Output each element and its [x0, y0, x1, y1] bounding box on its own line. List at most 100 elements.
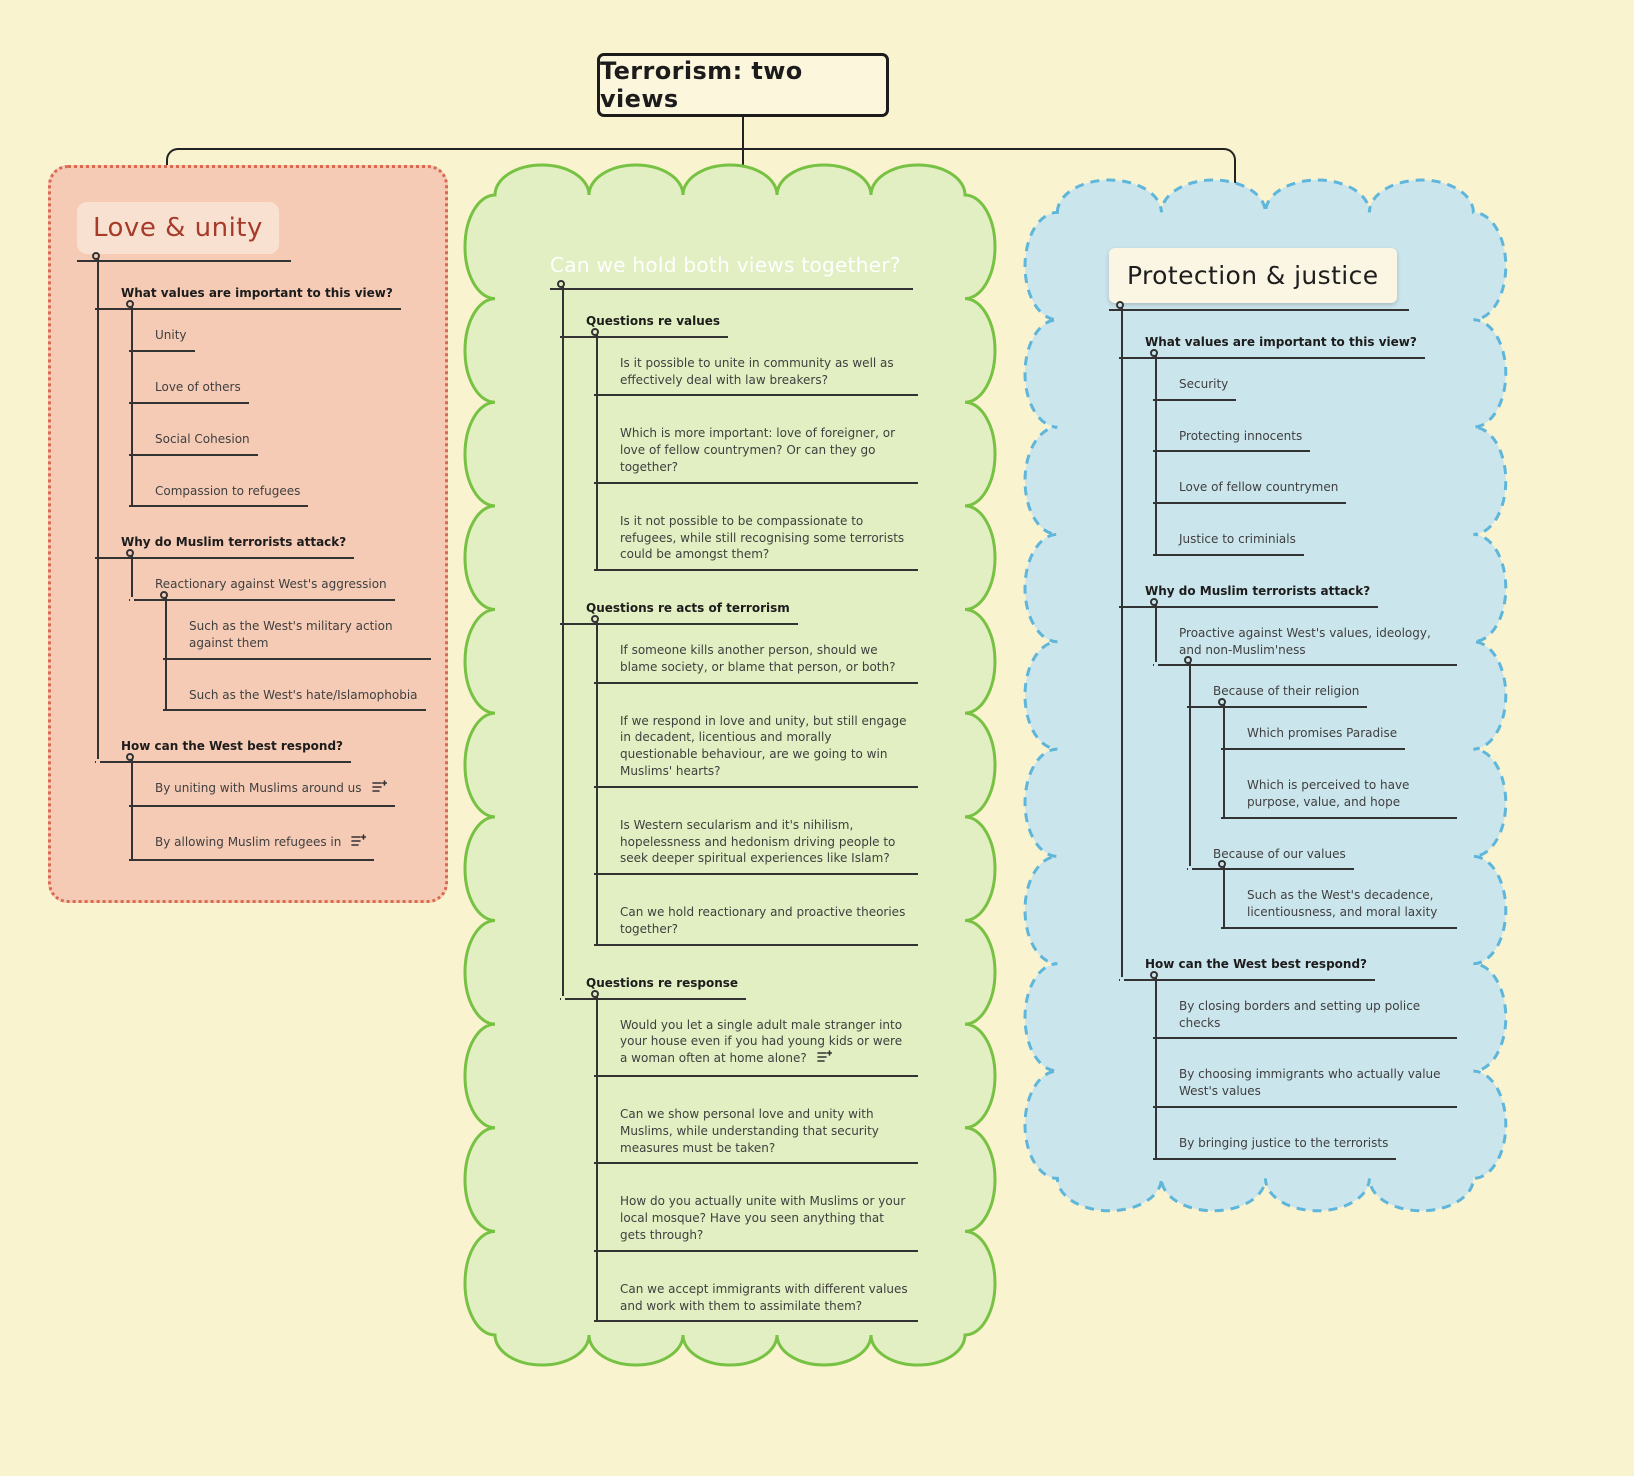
branch-dot[interactable]: [1116, 301, 1124, 309]
node-label[interactable]: Unity: [129, 326, 195, 352]
node-label[interactable]: Such as the West's hate/Islamophobia: [163, 686, 426, 712]
node-label[interactable]: Questions re acts of terrorism: [560, 599, 798, 625]
branch-dot[interactable]: [126, 753, 134, 762]
node-label[interactable]: Protecting innocents: [1152, 427, 1311, 453]
branch-dot[interactable]: [1184, 656, 1192, 665]
note-icon[interactable]: [371, 780, 387, 799]
branch-dot[interactable]: [92, 252, 100, 261]
branch-dot[interactable]: [1150, 597, 1158, 606]
node-label[interactable]: Is Western secularism and it's nihilism,…: [594, 816, 918, 876]
branch-dot[interactable]: [591, 327, 599, 336]
node-label[interactable]: How do you actually unite with Muslims o…: [594, 1192, 918, 1253]
node-label[interactable]: Security: [1152, 375, 1237, 401]
panel-title[interactable]: Love & unity: [77, 202, 291, 263]
tree-node: Questions re acts of terrorism If someone…: [560, 599, 939, 946]
node-text: Because of our values: [1213, 846, 1346, 861]
node-label[interactable]: Because of their religion: [1186, 682, 1368, 709]
node-label[interactable]: How can the West best respond?: [95, 737, 351, 764]
node-text: By choosing immigrants who actually valu…: [1179, 1067, 1441, 1099]
node-label[interactable]: Justice to criminials: [1153, 530, 1304, 556]
node-label[interactable]: By bringing justice to the terrorists: [1152, 1134, 1397, 1160]
tree-node: Love of others: [129, 378, 431, 404]
node-label[interactable]: What values are important to this view?: [1119, 333, 1425, 359]
node-label[interactable]: Why do Muslim terrorists attack?: [94, 533, 355, 560]
node-text: Why do Muslim terrorists attack?: [1145, 583, 1371, 598]
node-label[interactable]: Reactionary against West's aggression: [129, 575, 395, 601]
branch-dot[interactable]: [126, 549, 134, 558]
branch-dot[interactable]: [591, 614, 599, 623]
node-label[interactable]: Love of others: [129, 378, 249, 404]
tree-node: Is it not possible to be compassionate t…: [594, 512, 939, 572]
tree-node: Can we hold reactionary and proactive th…: [594, 903, 939, 946]
tree-node: Such as the West's hate/Islamophobia: [163, 686, 431, 712]
note-icon[interactable]: [351, 834, 367, 853]
node-label[interactable]: Proactive against West's values, ideolog…: [1153, 624, 1457, 667]
tree-node: Unity: [129, 326, 431, 352]
node-text: Security: [1179, 376, 1229, 391]
panel-title[interactable]: Protection & justice: [1109, 248, 1409, 311]
branch-dot[interactable]: [1150, 970, 1158, 979]
panel-title[interactable]: Can we hold both views together?: [550, 251, 913, 290]
node-text: Love of others: [155, 379, 241, 394]
node-label[interactable]: Which is more important: love of foreign…: [594, 424, 918, 485]
branch-dot[interactable]: [160, 590, 168, 599]
node-label[interactable]: By uniting with Muslims around us: [129, 779, 395, 807]
node-text: If someone kills another person, should …: [620, 642, 896, 674]
node-text: Such as the West's military action again…: [189, 618, 393, 650]
node-label[interactable]: Compassion to refugees: [128, 482, 309, 508]
node-label[interactable]: Can we hold reactionary and proactive th…: [594, 903, 918, 946]
tree-node: What values are important to this view? S…: [1119, 333, 1457, 557]
node-label[interactable]: Can we show personal love and unity with…: [594, 1105, 918, 1165]
branch-dot[interactable]: [591, 989, 599, 998]
branch-dot[interactable]: [1150, 348, 1158, 357]
node-label[interactable]: Which is perceived to have purpose, valu…: [1221, 776, 1457, 819]
branch-dot[interactable]: [126, 300, 134, 309]
node-label[interactable]: Is it possible to unite in community as …: [594, 354, 918, 397]
node-label[interactable]: If we respond in love and unity, but sti…: [594, 712, 918, 788]
node-label[interactable]: Because of our values: [1187, 845, 1354, 871]
tree-node: How can the West best respond?By uniting…: [95, 737, 431, 863]
node-text: How do you actually unite with Muslims o…: [620, 1194, 906, 1242]
branch-dot[interactable]: [1218, 698, 1226, 707]
node-label[interactable]: Can we accept immigrants with different …: [594, 1280, 918, 1323]
node-text: Protecting innocents: [1179, 428, 1303, 443]
node-label[interactable]: Social Cohesion: [129, 430, 258, 456]
tree-node: Such as the West's decadence, licentious…: [1221, 886, 1457, 929]
connector-title-vertical: [742, 114, 744, 214]
node-children: By uniting with Muslims around us By allo…: [96, 753, 431, 863]
node-label[interactable]: What values are important to this view?: [95, 284, 401, 311]
branch-dot[interactable]: [557, 280, 565, 288]
root-node-title: Terrorism: two views: [600, 57, 803, 113]
node-label[interactable]: Which promises Paradise: [1220, 724, 1406, 750]
node-label[interactable]: Is it not possible to be compassionate t…: [594, 512, 918, 572]
branch-dot[interactable]: [1218, 860, 1226, 869]
node-label[interactable]: Love of fellow countrymen: [1152, 478, 1347, 505]
node-label[interactable]: By closing borders and setting up police…: [1153, 997, 1457, 1040]
node-label[interactable]: How can the West best respond?: [1119, 955, 1375, 981]
node-label[interactable]: By choosing immigrants who actually valu…: [1153, 1065, 1457, 1108]
panel-tree: What values are important to this view? S…: [1116, 301, 1457, 1162]
node-label[interactable]: Why do Muslim terrorists attack?: [1118, 582, 1379, 608]
node-label[interactable]: Questions re values: [559, 312, 729, 338]
node-label[interactable]: Such as the West's military action again…: [163, 617, 431, 660]
node-children: Such as the West's decadence, licentious…: [1188, 860, 1457, 931]
node-label[interactable]: Would you let a single adult male strang…: [594, 1016, 918, 1078]
node-label[interactable]: Questions re response: [559, 974, 747, 1000]
node-text: Is Western secularism and it's nihilism,…: [620, 817, 896, 866]
node-label[interactable]: If someone kills another person, should …: [594, 641, 918, 684]
node-text: Which is more important: love of foreign…: [620, 426, 896, 474]
tree-node: How can the West best respond? By closing…: [1119, 955, 1457, 1162]
node-label[interactable]: By allowing Muslim refugees in: [128, 833, 375, 861]
tree-node: Which is more important: love of foreign…: [594, 424, 939, 485]
node-text: By allowing Muslim refugees in: [155, 834, 342, 849]
node-label[interactable]: Such as the West's decadence, licentious…: [1221, 886, 1457, 929]
node-text: How can the West best respond?: [121, 739, 343, 754]
tree-node: How do you actually unite with Muslims o…: [594, 1192, 939, 1253]
note-icon[interactable]: [816, 1050, 833, 1069]
node-text: What values are important to this view?: [121, 286, 393, 301]
panel-love-unity: Love & unity What values are important t…: [48, 165, 448, 903]
root-node[interactable]: Terrorism: two views: [597, 53, 889, 117]
